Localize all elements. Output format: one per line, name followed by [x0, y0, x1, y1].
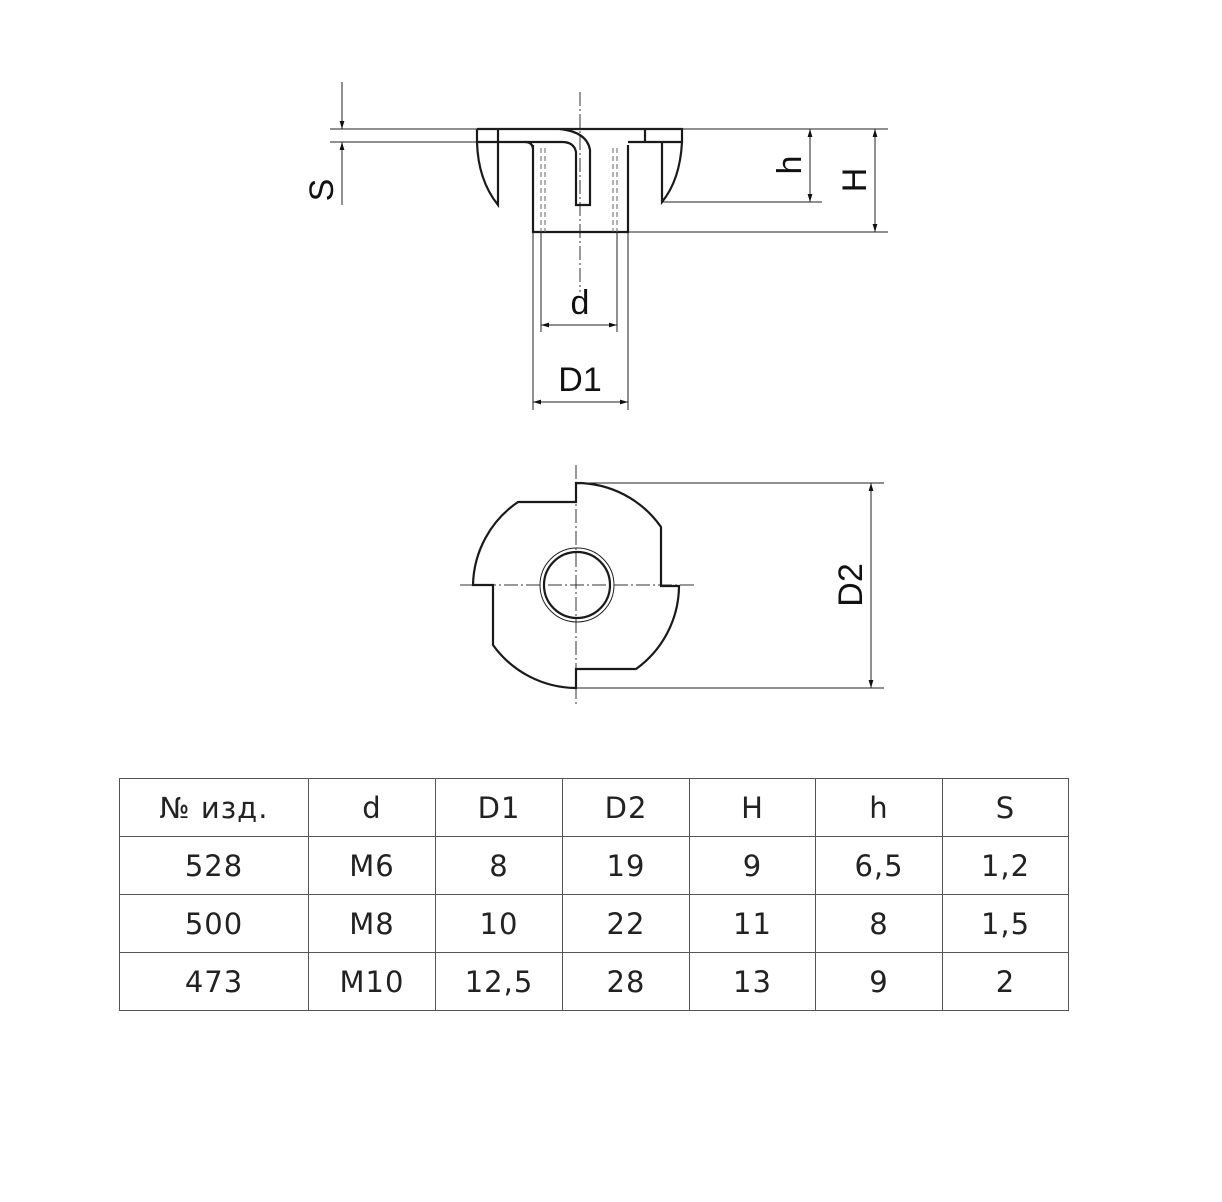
- header-cell: S: [942, 778, 1069, 837]
- table-cell: 8: [815, 894, 943, 953]
- table-cell: M8: [308, 894, 436, 953]
- table-cell: 13: [689, 952, 816, 1011]
- table-cell: 1,5: [942, 894, 1069, 953]
- dimensions-table: № изд. d D1 D2 H h S 528 M6 8 19 9 6,5 1…: [119, 778, 1069, 1011]
- table-cell: 10: [435, 894, 563, 953]
- table-row: 500 M8 10 22 11 8 1,5: [119, 894, 1069, 953]
- header-cell: h: [815, 778, 943, 837]
- table-cell: 28: [562, 952, 690, 1011]
- table-cell: 8: [435, 836, 563, 895]
- table-cell: M10: [308, 952, 436, 1011]
- table-cell: 11: [689, 894, 816, 953]
- table-cell: 473: [119, 952, 309, 1011]
- table-cell: 1,2: [942, 836, 1069, 895]
- table-row: 528 M6 8 19 9 6,5 1,2: [119, 836, 1069, 895]
- dim-label-d: d: [571, 284, 590, 322]
- table-cell: 9: [689, 836, 816, 895]
- table-cell: 12,5: [435, 952, 563, 1011]
- dim-label-h: h: [771, 156, 809, 175]
- dim-label-S: S: [303, 179, 341, 202]
- dim-label-H: H: [836, 168, 874, 193]
- table-row: 473 M10 12,5 28 13 9 2: [119, 952, 1069, 1011]
- dim-label-D1: D1: [558, 361, 601, 399]
- dim-label-D2: D2: [832, 563, 870, 606]
- table-cell: 528: [119, 836, 309, 895]
- header-cell: H: [689, 778, 816, 837]
- table-cell: 500: [119, 894, 309, 953]
- table-cell: 2: [942, 952, 1069, 1011]
- table-cell: M6: [308, 836, 436, 895]
- table-header-row: № изд. d D1 D2 H h S: [119, 778, 1069, 837]
- header-cell: d: [308, 778, 436, 837]
- top-view: D2: [460, 465, 884, 705]
- header-cell: D2: [562, 778, 690, 837]
- side-view: S h H d D1: [303, 82, 888, 410]
- header-cell: D1: [435, 778, 563, 837]
- header-cell: № изд.: [119, 778, 309, 837]
- table-cell: 9: [815, 952, 943, 1011]
- table-cell: 6,5: [815, 836, 943, 895]
- table-cell: 22: [562, 894, 690, 953]
- table-cell: 19: [562, 836, 690, 895]
